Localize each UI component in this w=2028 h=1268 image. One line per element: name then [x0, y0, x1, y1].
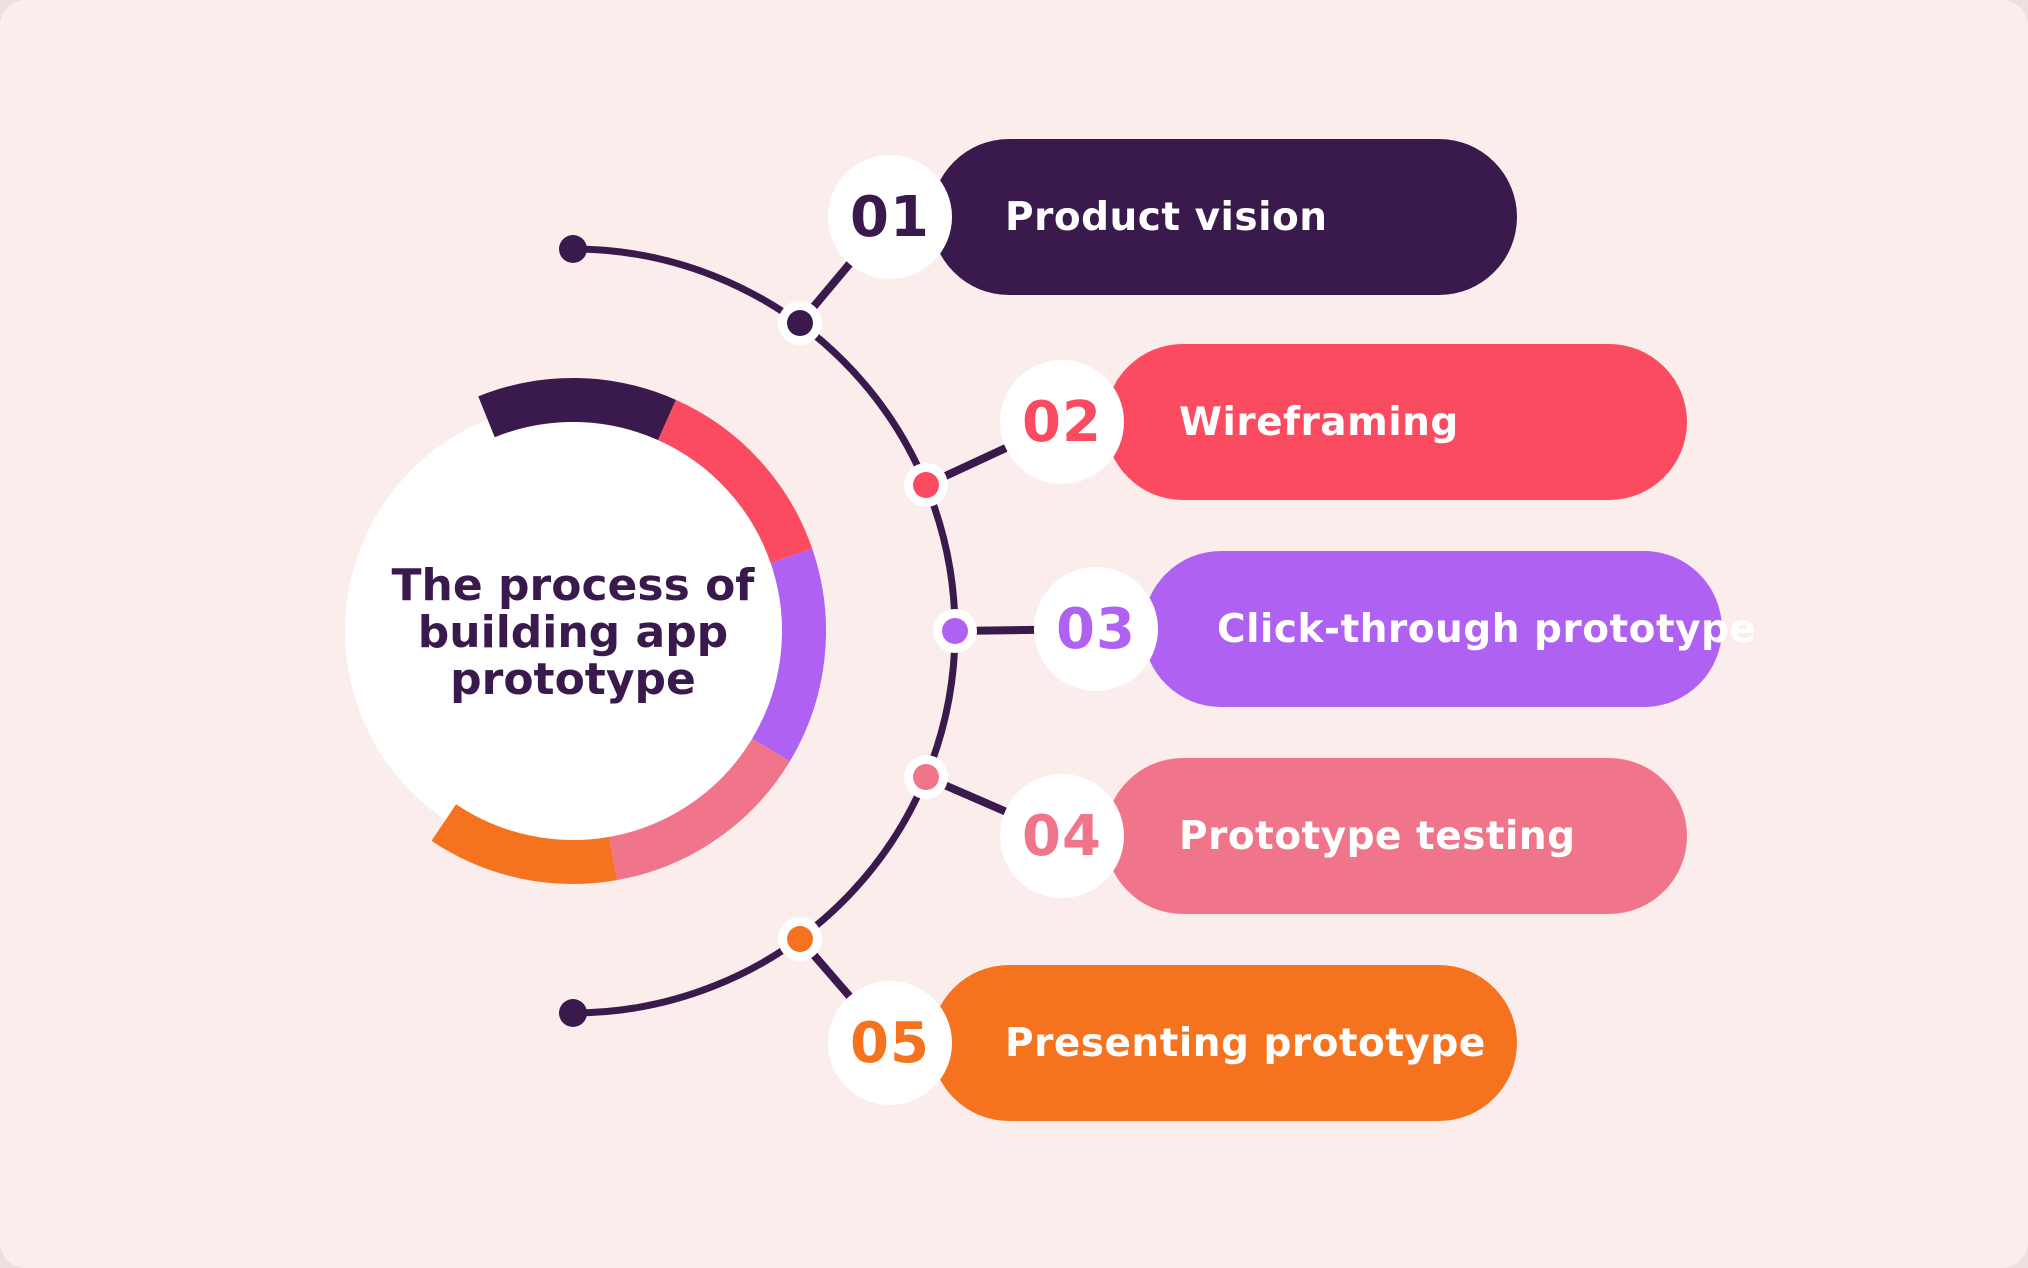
step-pill-product-vision: Product vision	[931, 139, 1517, 295]
step-number: 02	[1022, 389, 1102, 455]
step-number: 04	[1022, 803, 1102, 869]
step-label: Prototype testing	[1179, 813, 1576, 859]
page-title-line-3: prototype	[450, 654, 696, 705]
step-label: Presenting prototype	[1005, 1020, 1486, 1066]
step-pill-wireframing: Wireframing	[1105, 344, 1687, 500]
step-label: Product vision	[1005, 194, 1328, 240]
step-number: 03	[1056, 596, 1136, 662]
step-number-circle-5: 05	[828, 981, 952, 1105]
step-number: 01	[850, 184, 930, 250]
step-number-circle-4: 04	[1000, 774, 1124, 898]
step-pill-prototype-testing: Prototype testing	[1105, 758, 1687, 914]
step-label: Click-through prototype	[1217, 606, 1757, 652]
step-number-circle-1: 01	[828, 155, 952, 279]
step-number-circle-3: 03	[1034, 567, 1158, 691]
page-title: The process of building app prototype	[363, 562, 783, 703]
step-pill-click-through-prototype: Click-through prototype	[1143, 551, 1756, 707]
step-number: 05	[850, 1010, 930, 1076]
page-title-line-1: The process of	[391, 560, 755, 611]
page-title-line-2: building app	[417, 607, 729, 658]
step-number-circle-2: 02	[1000, 360, 1124, 484]
step-label: Wireframing	[1179, 399, 1459, 445]
step-pill-presenting-prototype: Presenting prototype	[931, 965, 1517, 1121]
